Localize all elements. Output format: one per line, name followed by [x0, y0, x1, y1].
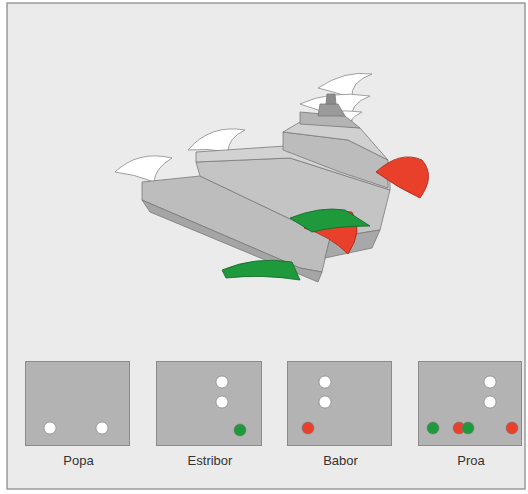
- view-panel: Popa: [25, 361, 130, 446]
- view-panel: Proa: [418, 361, 522, 446]
- view-panel: Estribor: [156, 361, 262, 446]
- green-light-sector: [222, 260, 300, 280]
- view-label: Estribor: [188, 453, 233, 469]
- view-label: Popa: [63, 453, 93, 469]
- view-label: Babor: [323, 453, 358, 469]
- frame: [7, 3, 525, 489]
- ship: [115, 73, 390, 282]
- view-panels: [25, 361, 522, 446]
- red-light-sector: [376, 157, 429, 198]
- view-label: Proa: [457, 453, 484, 469]
- view-panel: Babor: [287, 361, 392, 446]
- light-dots: [44, 376, 518, 436]
- green-light-sector: [290, 209, 370, 232]
